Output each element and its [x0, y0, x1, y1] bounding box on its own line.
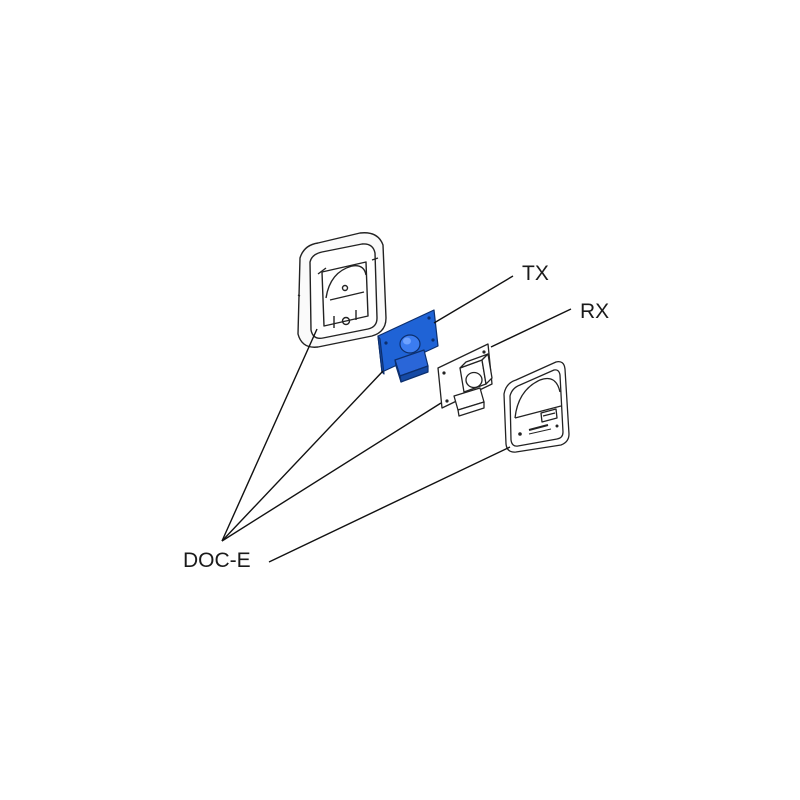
doc-e-leader-housing: [221, 328, 318, 542]
doc-e-leader-cover: [268, 446, 511, 563]
leader-lines: [221, 275, 572, 563]
housing-enclosure: [297, 232, 387, 348]
doc-e-leader-tx: [221, 370, 384, 542]
rx-board: [437, 343, 493, 417]
tx-leader-line: [433, 275, 514, 324]
doc-e-leader-rx: [221, 402, 442, 542]
rx-lens: [465, 371, 483, 389]
label-rx: RX: [580, 300, 609, 323]
label-tx: TX: [522, 262, 549, 285]
tx-board: [377, 309, 439, 383]
front-cover-plate: [503, 361, 570, 453]
label-doc-e: DOC-E: [183, 549, 251, 572]
rx-leader-line: [490, 308, 572, 348]
tx-lens: [399, 334, 421, 354]
